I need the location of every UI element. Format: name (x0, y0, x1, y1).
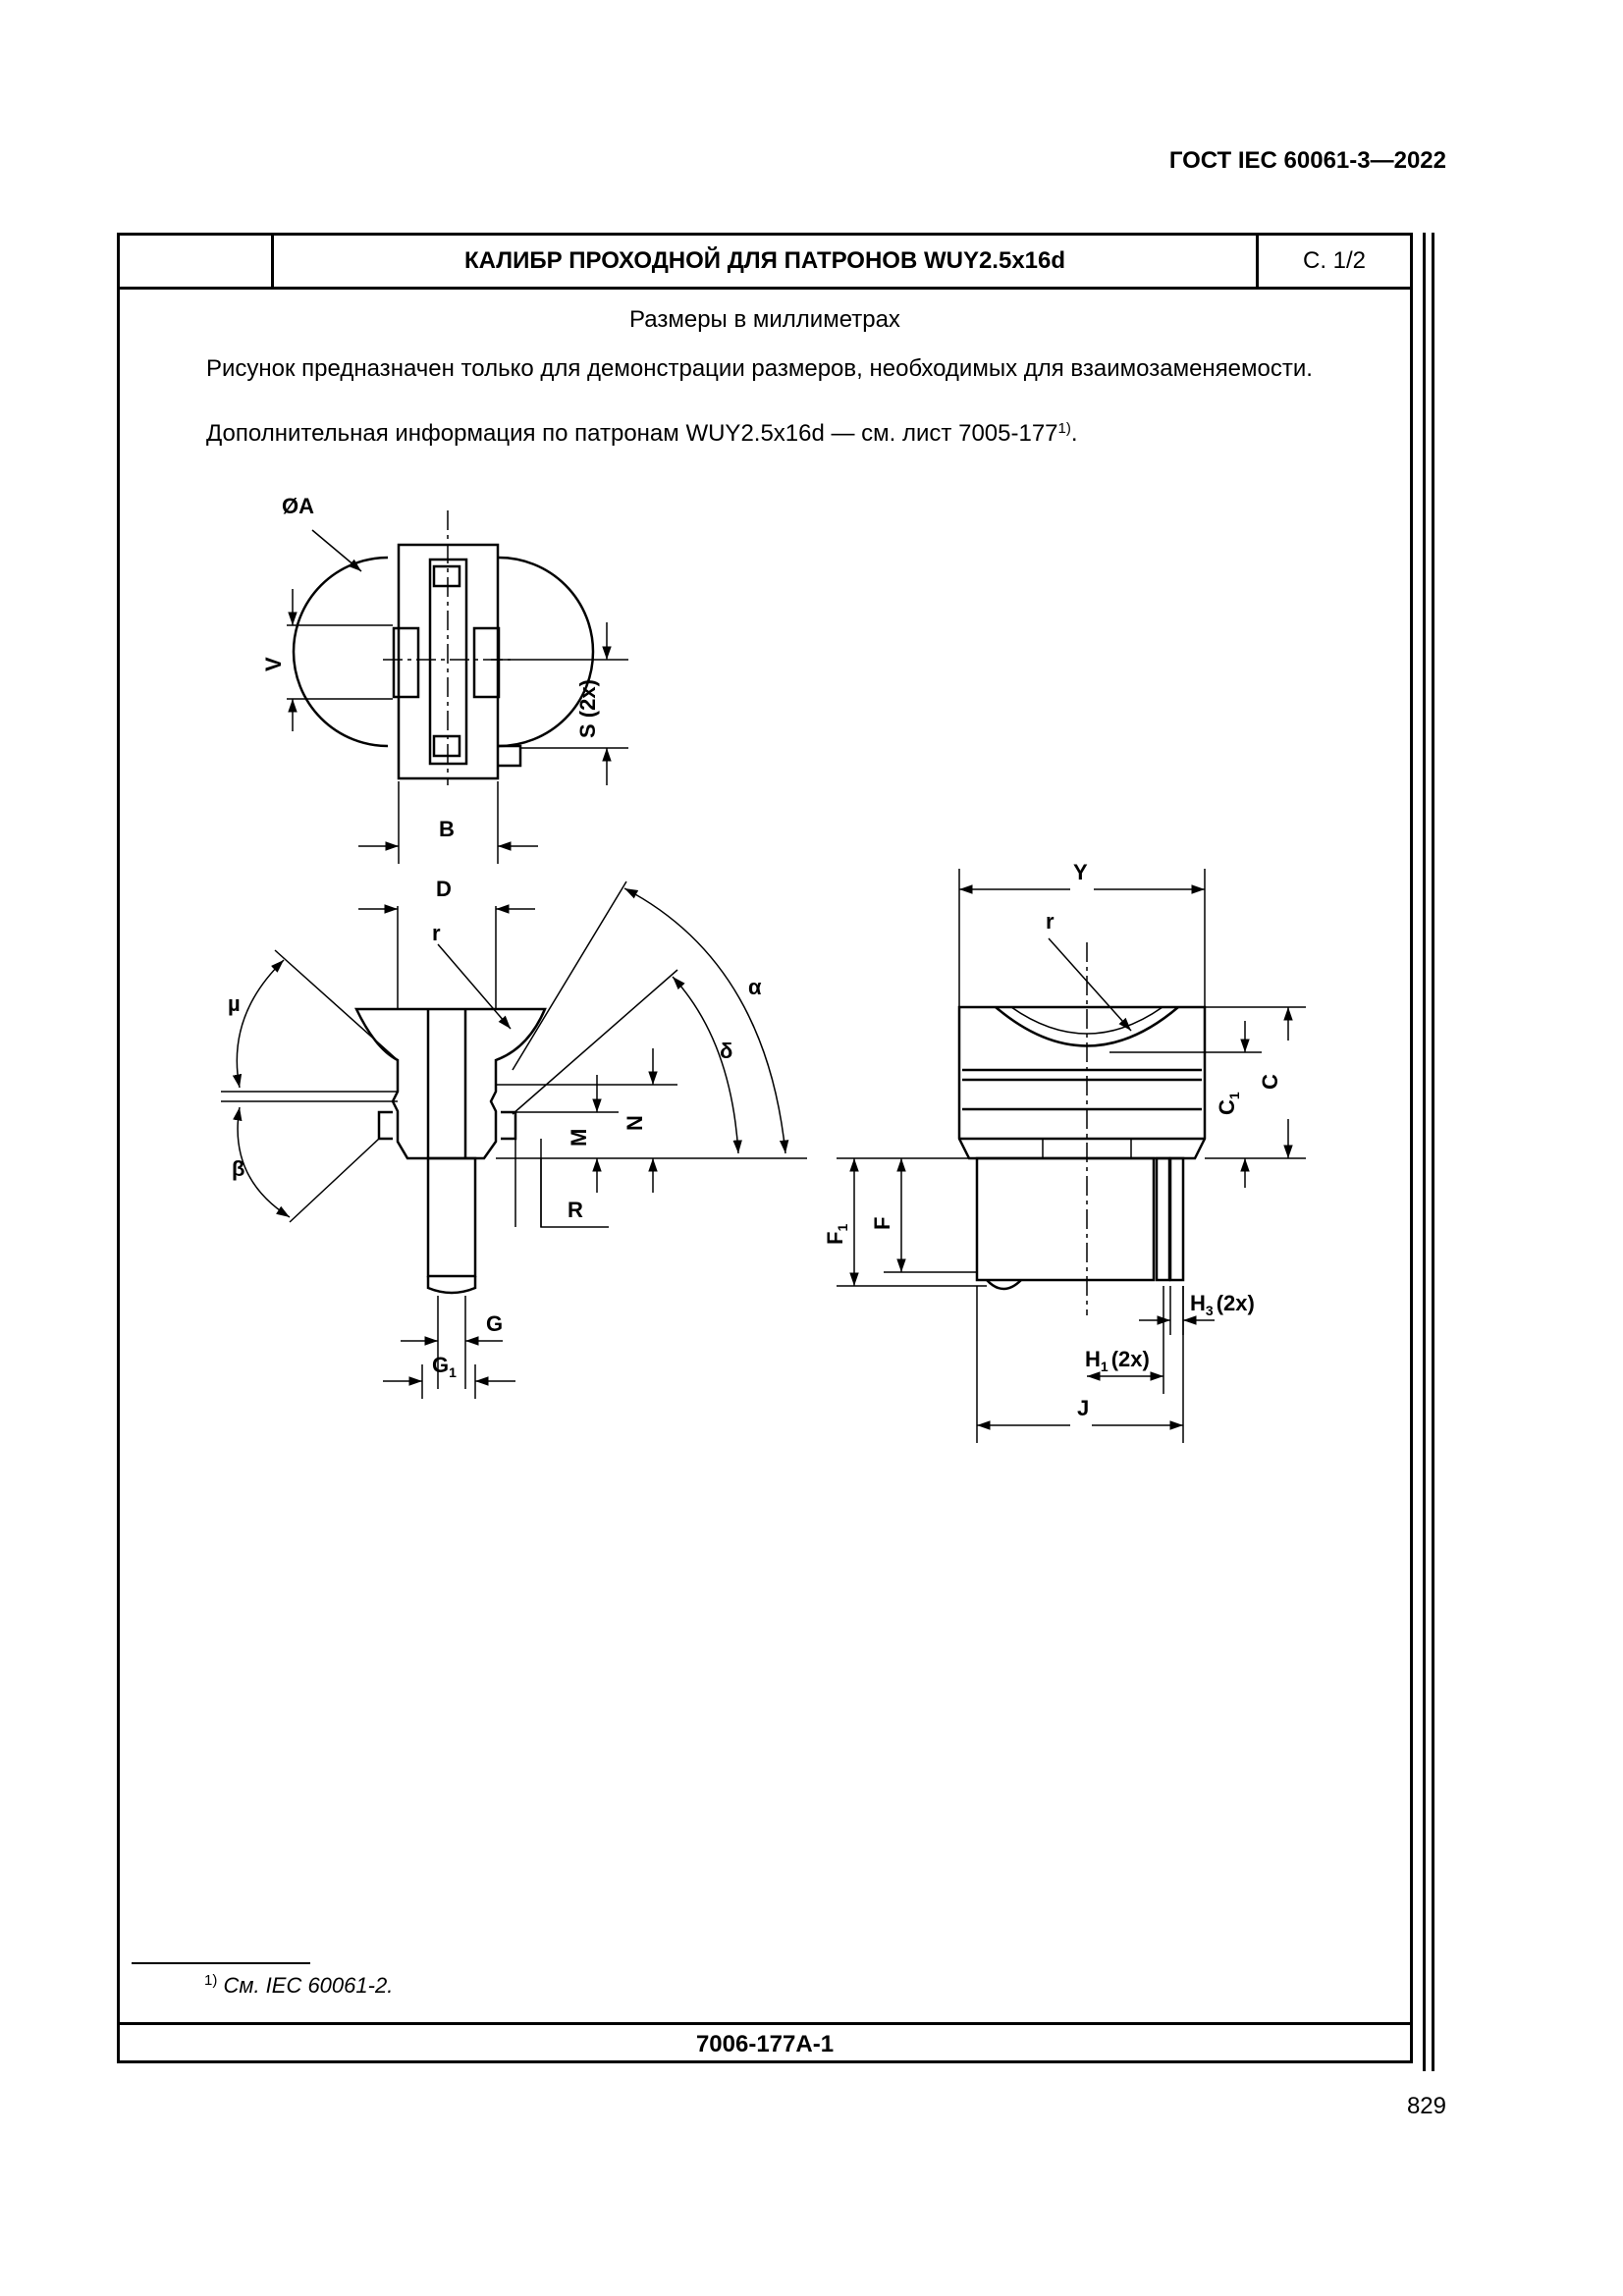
top-view-lower-pin (432, 734, 461, 758)
footnote: 1) См. IEC 60061-2. (204, 1973, 393, 1999)
sheet-id: 7006-177A-1 (120, 2022, 1410, 2063)
dim-delta-ext (512, 969, 678, 1115)
dim-F1-label: F1 (823, 1224, 850, 1245)
sheet-frame: КАЛИБР ПРОХОДНОЙ ДЛЯ ПАТРОНОВ WUY2.5x16d… (117, 233, 1413, 2063)
front-view-pin-right (1168, 1156, 1185, 1282)
dim-C-label: C (1258, 1074, 1282, 1090)
dim-G1-subscript: 1 (449, 1364, 457, 1380)
frame-edge-line (1423, 233, 1426, 2071)
dim-A-label: ØA (282, 494, 314, 518)
dim-H3-subscript: 3 (1206, 1303, 1214, 1318)
top-view-left-arc (292, 556, 389, 748)
top-view-right-arc (498, 556, 595, 748)
front-view-body (957, 1005, 1207, 1160)
frame-edge-line (1432, 233, 1434, 2071)
side-view: D r µ β α δ M N R (221, 877, 807, 1399)
dim-G1-label: G1 (432, 1353, 457, 1380)
dim-F1-subscript: 1 (835, 1224, 850, 1232)
dim-H1-letter: H (1085, 1347, 1101, 1371)
paragraph-reference-end: . (1070, 420, 1078, 447)
standard-number: ГОСТ IEC 60061-3—2022 (1168, 147, 1446, 174)
dim-V-label: V (261, 657, 286, 671)
dim-H1-label: H1(2x) (1085, 1347, 1150, 1374)
dim-beta-ext (289, 1138, 380, 1223)
header-empty-cell (120, 236, 274, 287)
dim-r-leader (437, 943, 512, 1030)
dim-H1-subscript: 1 (1101, 1359, 1109, 1374)
sheet-page: С. 1/2 (1302, 247, 1367, 274)
dim-N-label: N (622, 1115, 647, 1131)
top-view-key (499, 744, 522, 768)
paragraph-reference: Дополнительная информация по патронам WU… (132, 418, 1398, 450)
dim-r-leader-front (1048, 937, 1132, 1032)
dim-delta-label: δ (720, 1039, 732, 1063)
front-view-pin-left (1155, 1156, 1171, 1282)
front-view: Y r C C1 F F1 H3(2x) H1(2x) (823, 860, 1306, 1443)
dim-B-label: B (439, 817, 455, 841)
dim-D-label: D (436, 877, 452, 901)
dim-mu-arc (232, 959, 285, 1089)
dim-R-leader (540, 1158, 609, 1228)
paragraph-reference-text: Дополнительная информация по патронам WU… (206, 420, 1058, 447)
dim-H3-letter: H (1190, 1291, 1206, 1315)
units-note: Размеры в миллиметрах (629, 306, 900, 333)
dim-delta-arc (672, 976, 742, 1154)
side-view-lug-right (501, 1110, 517, 1141)
top-view-right-contact (472, 626, 501, 699)
dim-A-leader (311, 529, 362, 572)
dim-F-label: F (870, 1217, 894, 1230)
dim-H3-count: (2x) (1217, 1291, 1255, 1315)
dim-alpha-ext (512, 881, 627, 1071)
dim-S-label: S (2x) (575, 679, 600, 738)
footnote-text: См. IEC 60061-2. (223, 1973, 394, 1998)
sheet-title: КАЛИБР ПРОХОДНОЙ ДЛЯ ПАТРОНОВ WUY2.5x16d (274, 236, 1259, 287)
side-view-pin-tip (426, 1276, 477, 1295)
side-view-lug-left (377, 1110, 393, 1141)
dim-F1-letter: F (823, 1232, 847, 1245)
top-view-left-contact (392, 626, 420, 699)
header-row: КАЛИБР ПРОХОДНОЙ ДЛЯ ПАТРОНОВ WUY2.5x16d… (120, 236, 1410, 290)
top-view: ØA V S (2x) B (261, 494, 628, 864)
dim-C1-subscript: 1 (1226, 1092, 1242, 1099)
dim-G-label: G (486, 1311, 503, 1336)
dim-G1-letter: G (432, 1353, 449, 1377)
front-view-foot (986, 1279, 1022, 1291)
footnote-ref: 1) (1057, 420, 1071, 437)
page-number: 829 (1406, 2093, 1446, 2119)
dim-alpha-arc (623, 887, 789, 1154)
dim-H3-label: H3(2x) (1190, 1291, 1255, 1318)
dim-C1-letter: C (1215, 1099, 1239, 1115)
dim-M-label: M (567, 1129, 591, 1147)
dim-beta-arc (233, 1106, 291, 1218)
dim-J-label: J (1077, 1396, 1089, 1420)
side-view-pin (426, 1156, 477, 1278)
dim-C1-label: C1 (1215, 1092, 1242, 1115)
paragraph-purpose: Рисунок предназначен только для демонстр… (206, 355, 1313, 382)
dim-r-label: r (432, 921, 441, 945)
dim-beta-label: β (232, 1156, 244, 1181)
front-view-base (975, 1156, 1156, 1282)
dim-R-label: R (568, 1198, 583, 1222)
dim-Y-label: Y (1073, 860, 1088, 884)
dim-r-label-front: r (1046, 909, 1055, 934)
dim-mu-label: µ (228, 991, 241, 1016)
dim-alpha-label: α (748, 975, 762, 999)
top-view-upper-pin (432, 564, 461, 588)
dim-H1-count: (2x) (1111, 1347, 1150, 1371)
footnote-rule (132, 1962, 310, 1964)
dim-mu-ext (274, 949, 399, 1061)
footnote-mark: 1) (204, 1972, 218, 1989)
